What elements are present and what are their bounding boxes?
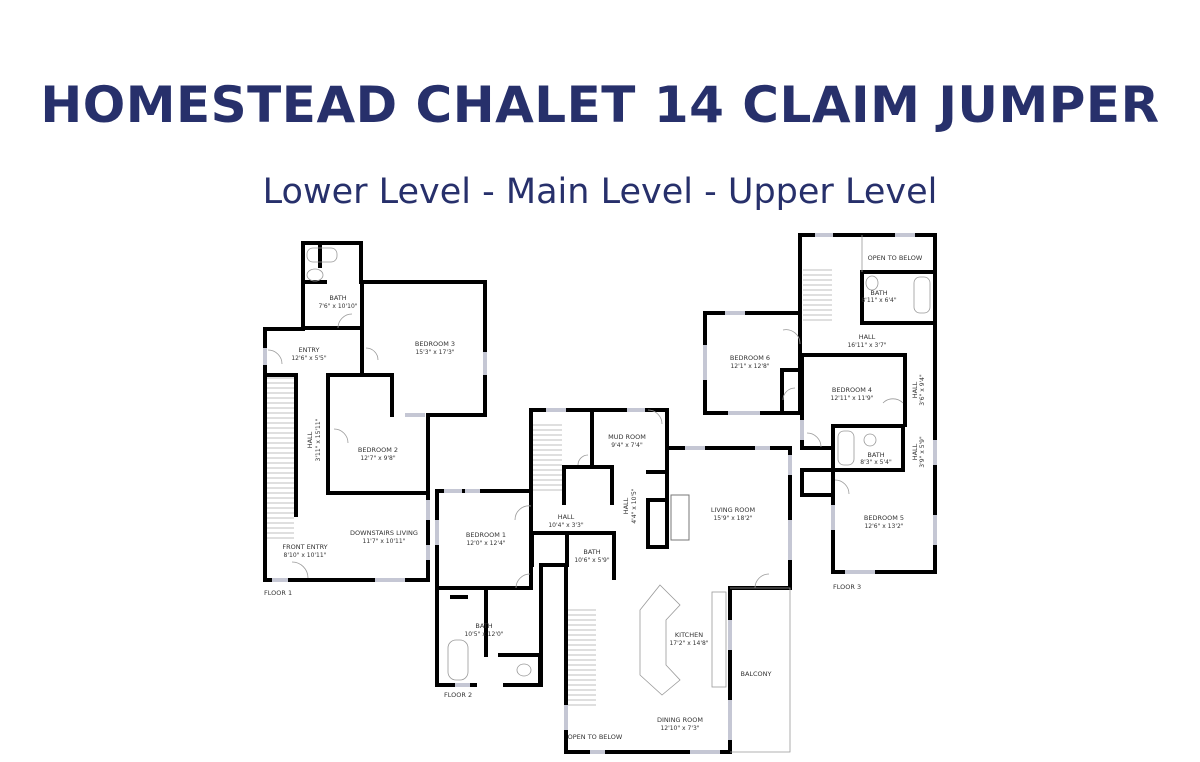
room-label: BATH (583, 548, 600, 556)
room-dims: 17'2" x 14'8" (669, 640, 708, 647)
room-label: BEDROOM 3 (415, 340, 455, 348)
room-dims: 12'11" x 11'9" (831, 395, 874, 402)
room-label: BALCONY (740, 670, 771, 678)
room-dims: 12'6" x 5'5" (291, 355, 327, 362)
room-label: HALL (558, 513, 575, 521)
room-label: KITCHEN (675, 631, 703, 639)
room-dims: 9'4" x 7'4" (611, 442, 643, 449)
room-label: DINING ROOM (657, 716, 703, 724)
room-label: MUD ROOM (608, 433, 646, 441)
room-label: HALL (911, 443, 919, 460)
room-dims: 15'9" x 18'2" (713, 515, 752, 522)
toilet-icon (516, 663, 532, 677)
room-label: BATH (475, 622, 492, 630)
room-dims: 12'0" x 12'4" (466, 540, 505, 547)
room-dims: 8'11" x 6'4" (861, 297, 897, 304)
room-dims: 10'4" x 3'3" (548, 522, 584, 529)
room-label: BEDROOM 6 (730, 354, 770, 362)
toilet-icon (863, 433, 877, 447)
room-dims: 3'11" x 15'11" (315, 418, 322, 461)
room-label: HALL (306, 431, 314, 448)
room-dims: 12'7" x 9'8" (360, 455, 396, 462)
room-dims: 12'1" x 12'8" (730, 363, 769, 370)
room-label: OPEN TO BELOW (568, 733, 623, 741)
floor-1-stairs (267, 377, 294, 539)
room-dims: 8'10" x 10'11" (284, 552, 327, 559)
room-label: HALL (859, 333, 876, 341)
kitchen-island (639, 584, 681, 696)
room-label: FRONT ENTRY (282, 543, 327, 551)
room-dims: 10'5" x 12'0" (464, 631, 503, 638)
room-label: BATH (329, 294, 346, 302)
floor-2-plan: MUD ROOM 9'4" x 7'4" HALL 4'4" x 10'5" L… (435, 408, 792, 754)
room-dims: 10'6" x 5'9" (574, 557, 610, 564)
page-subtitle: Lower Level - Main Level - Upper Level (262, 172, 938, 212)
room-dims: 16'11" x 3'7" (847, 342, 886, 349)
room-dims: 12'6" x 13'2" (864, 523, 903, 530)
floor-2-stairs (533, 424, 596, 706)
room-dims: 3'9" x 5'9" (919, 436, 926, 468)
floor-1-plan: BATH 7'6" x 10'10" ENTRY 12'6" x 5'5" BE… (263, 241, 487, 597)
room-dims: 8'3" x 5'4" (860, 459, 892, 466)
room-dims: 4'4" x 10'5" (631, 488, 638, 524)
room-label: BEDROOM 2 (358, 446, 398, 454)
room-dims: 15'3" x 17'3" (415, 349, 454, 356)
floor-label: FLOOR 3 (833, 583, 861, 591)
room-dims: 11'7" x 10'11" (363, 538, 406, 545)
room-label: HALL (622, 497, 630, 514)
floor-label: FLOOR 2 (444, 691, 472, 699)
floor-3-stairs (803, 269, 832, 321)
room-label: LIVING ROOM (711, 506, 755, 514)
fireplace-icon (670, 494, 690, 541)
toilet-icon (865, 275, 879, 291)
kitchen-counter (711, 591, 727, 688)
floor-3-plan: OPEN TO BELOW BATH 8'11" x 6'4" HALL 16'… (703, 233, 937, 591)
bathtub-icon (913, 276, 931, 314)
room-label: BATH (870, 289, 887, 297)
room-dims: 12'10" x 7'3" (660, 725, 699, 732)
room-label: HALL (911, 381, 919, 398)
bathtub-icon (837, 430, 855, 466)
toilet-icon (306, 268, 324, 282)
room-label: BATH (867, 451, 884, 459)
bathtub-icon (447, 639, 469, 681)
room-label: BEDROOM 4 (832, 386, 872, 394)
room-label: ENTRY (298, 346, 319, 354)
room-label: OPEN TO BELOW (868, 254, 923, 262)
room-label: BEDROOM 5 (864, 514, 904, 522)
room-label: DOWNSTAIRS LIVING (350, 529, 418, 537)
page-title: HOMESTEAD CHALET 14 CLAIM JUMPER (40, 76, 1160, 134)
bathtub-icon (306, 247, 338, 263)
floor-label: FLOOR 1 (264, 589, 292, 597)
room-label: BEDROOM 1 (466, 531, 506, 539)
room-dims: 7'6" x 10'10" (318, 303, 357, 310)
room-dims: 3'6" x 9'4" (919, 374, 926, 406)
